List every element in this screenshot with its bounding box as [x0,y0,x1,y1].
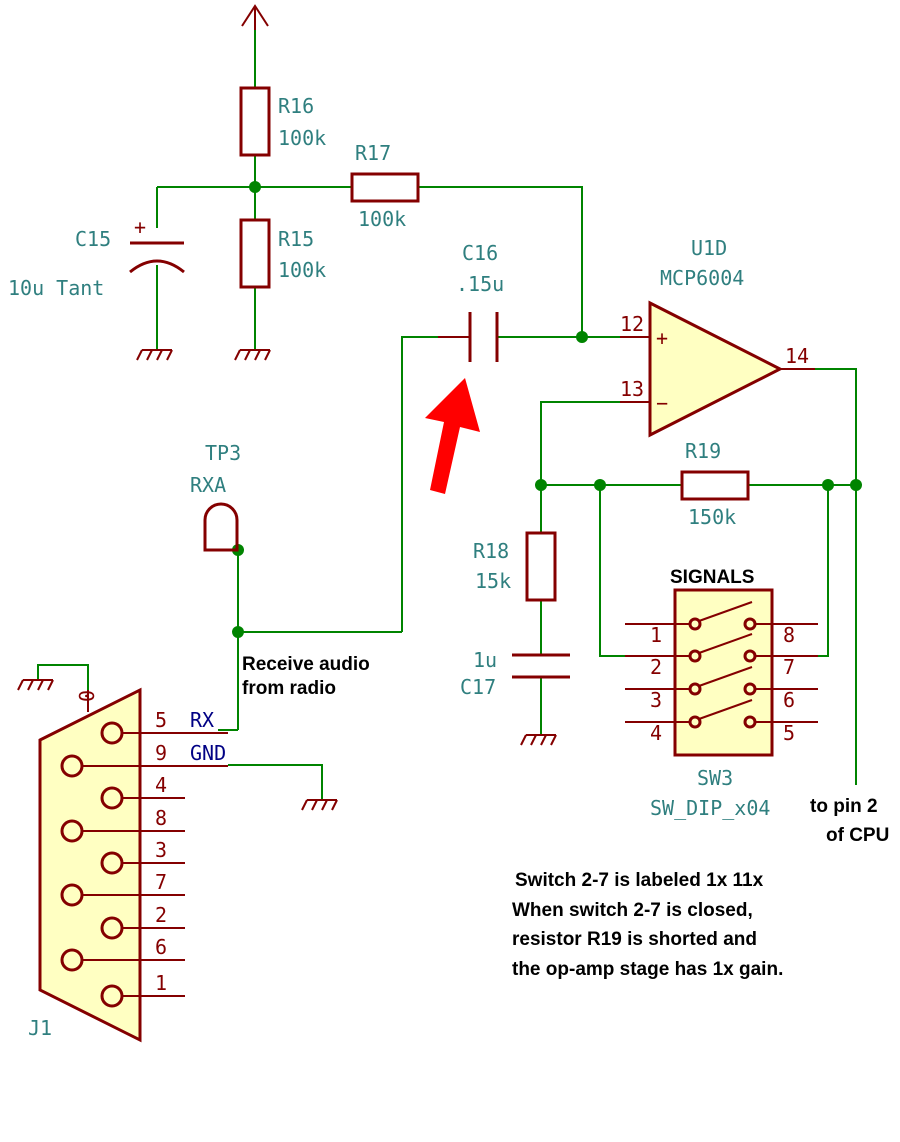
opamp-pin-plus: 12 [620,312,644,336]
sw3-ref: SW3 [697,766,733,790]
opamp-pin-out: 14 [785,344,809,368]
to-cpu-line-1: to pin 2 [810,796,878,817]
capacitor-c16: C16 .15u [438,241,504,362]
sw3-pin-4: 4 [650,721,662,745]
resistor-r16: R16 100k [239,86,326,157]
receive-audio-line-1: Receive audio [242,654,370,675]
j1-pin-9: 9 [155,741,167,765]
red-arrow-icon [425,378,480,494]
j1-pin-2: 2 [155,903,167,927]
sw3-pin-7: 7 [783,655,795,679]
j1-pin-3: 3 [155,838,167,862]
r19-ref: R19 [685,439,721,463]
u1d-value: MCP6004 [660,266,744,290]
ground-icon [301,799,338,811]
j1-pin-7: 7 [155,870,167,894]
r15-ref: R15 [278,227,314,251]
resistor-r18: R18 15k [473,531,557,602]
r18-ref: R18 [473,539,509,563]
r16-ref: R16 [278,94,314,118]
r18-value: 15k [475,569,511,593]
opamp-u1d: + − 12 13 14 U1D MCP6004 [620,236,815,438]
opamp-minus-symbol: − [656,391,668,415]
c16-value: .15u [456,272,504,296]
sw3-value: SW_DIP_x04 [650,796,770,820]
sw3-pin-3: 3 [650,688,662,712]
r17-ref: R17 [355,141,391,165]
c17-ref: C17 [460,675,496,699]
note-line-2: When switch 2-7 is closed, [512,900,753,921]
opamp-plus-symbol: + [656,326,668,350]
j1-pins [60,721,228,1008]
sw3-pin-5: 5 [783,721,795,745]
annotations: Receive audio from radio to pin 2 of CPU… [242,654,889,980]
c15-polarity: + [134,215,146,239]
connector-j1: 0 5 9 4 8 3 7 2 6 1 [28,687,228,1043]
capacitor-c15: + C15 10u Tant [8,215,185,300]
testpoint-tp3: TP3 RXA [190,441,241,552]
tp3-value: RXA [190,473,226,497]
j1-ref: J1 [28,1016,52,1040]
c16-ref: C16 [462,241,498,265]
r17-value: 100k [358,207,406,231]
j1-net-rx: RX [190,708,214,732]
junctions [232,181,862,638]
dip-switch-sw3: SIGNALS 1 2 3 4 8 7 6 5 SW3 SW_DIP_x04 [625,567,818,820]
sw3-pin-1: 1 [650,623,662,647]
to-cpu-line-2: of CPU [826,825,889,846]
r16-value: 100k [278,126,326,150]
j1-pin-6: 6 [155,935,167,959]
ground-icon [17,679,54,691]
note-line-1: Switch 2-7 is labeled 1x 11x [515,870,764,891]
resistor-r17: R17 100k [350,141,420,231]
j1-pin-5: 5 [155,708,167,732]
sw3-pin-6: 6 [783,688,795,712]
capacitor-c17: 1u C17 [460,648,570,699]
c15-ref: C15 [75,227,111,251]
note-line-4: the op-amp stage has 1x gain. [512,959,783,980]
ground-icon [136,349,173,361]
u1d-ref: U1D [691,236,727,260]
ground-icon [520,734,557,746]
resistor-r19: R19 150k [680,439,750,529]
resistor-r15: R15 100k [239,218,326,289]
ground-symbols [17,349,557,811]
r15-value: 100k [278,258,326,282]
opamp-pin-minus: 13 [620,377,644,401]
sw3-pin-2: 2 [650,655,662,679]
c17-value: 1u [473,648,497,672]
receive-audio-line-2: from radio [242,678,336,699]
ground-icon [234,349,271,361]
power-arrow-icon [241,4,269,30]
sw3-title: SIGNALS [670,567,754,588]
tp3-ref: TP3 [205,441,241,465]
j1-net-gnd: GND [190,741,226,765]
j1-shield-pin: 0 [75,690,99,702]
note-line-3: resistor R19 is shorted and [512,929,757,950]
j1-pin-8: 8 [155,806,167,830]
j1-pin-4: 4 [155,773,167,797]
sw3-pin-8: 8 [783,623,795,647]
r19-value: 150k [688,505,736,529]
j1-pin-1: 1 [155,971,167,995]
c15-value: 10u Tant [8,276,104,300]
wires [37,8,857,800]
